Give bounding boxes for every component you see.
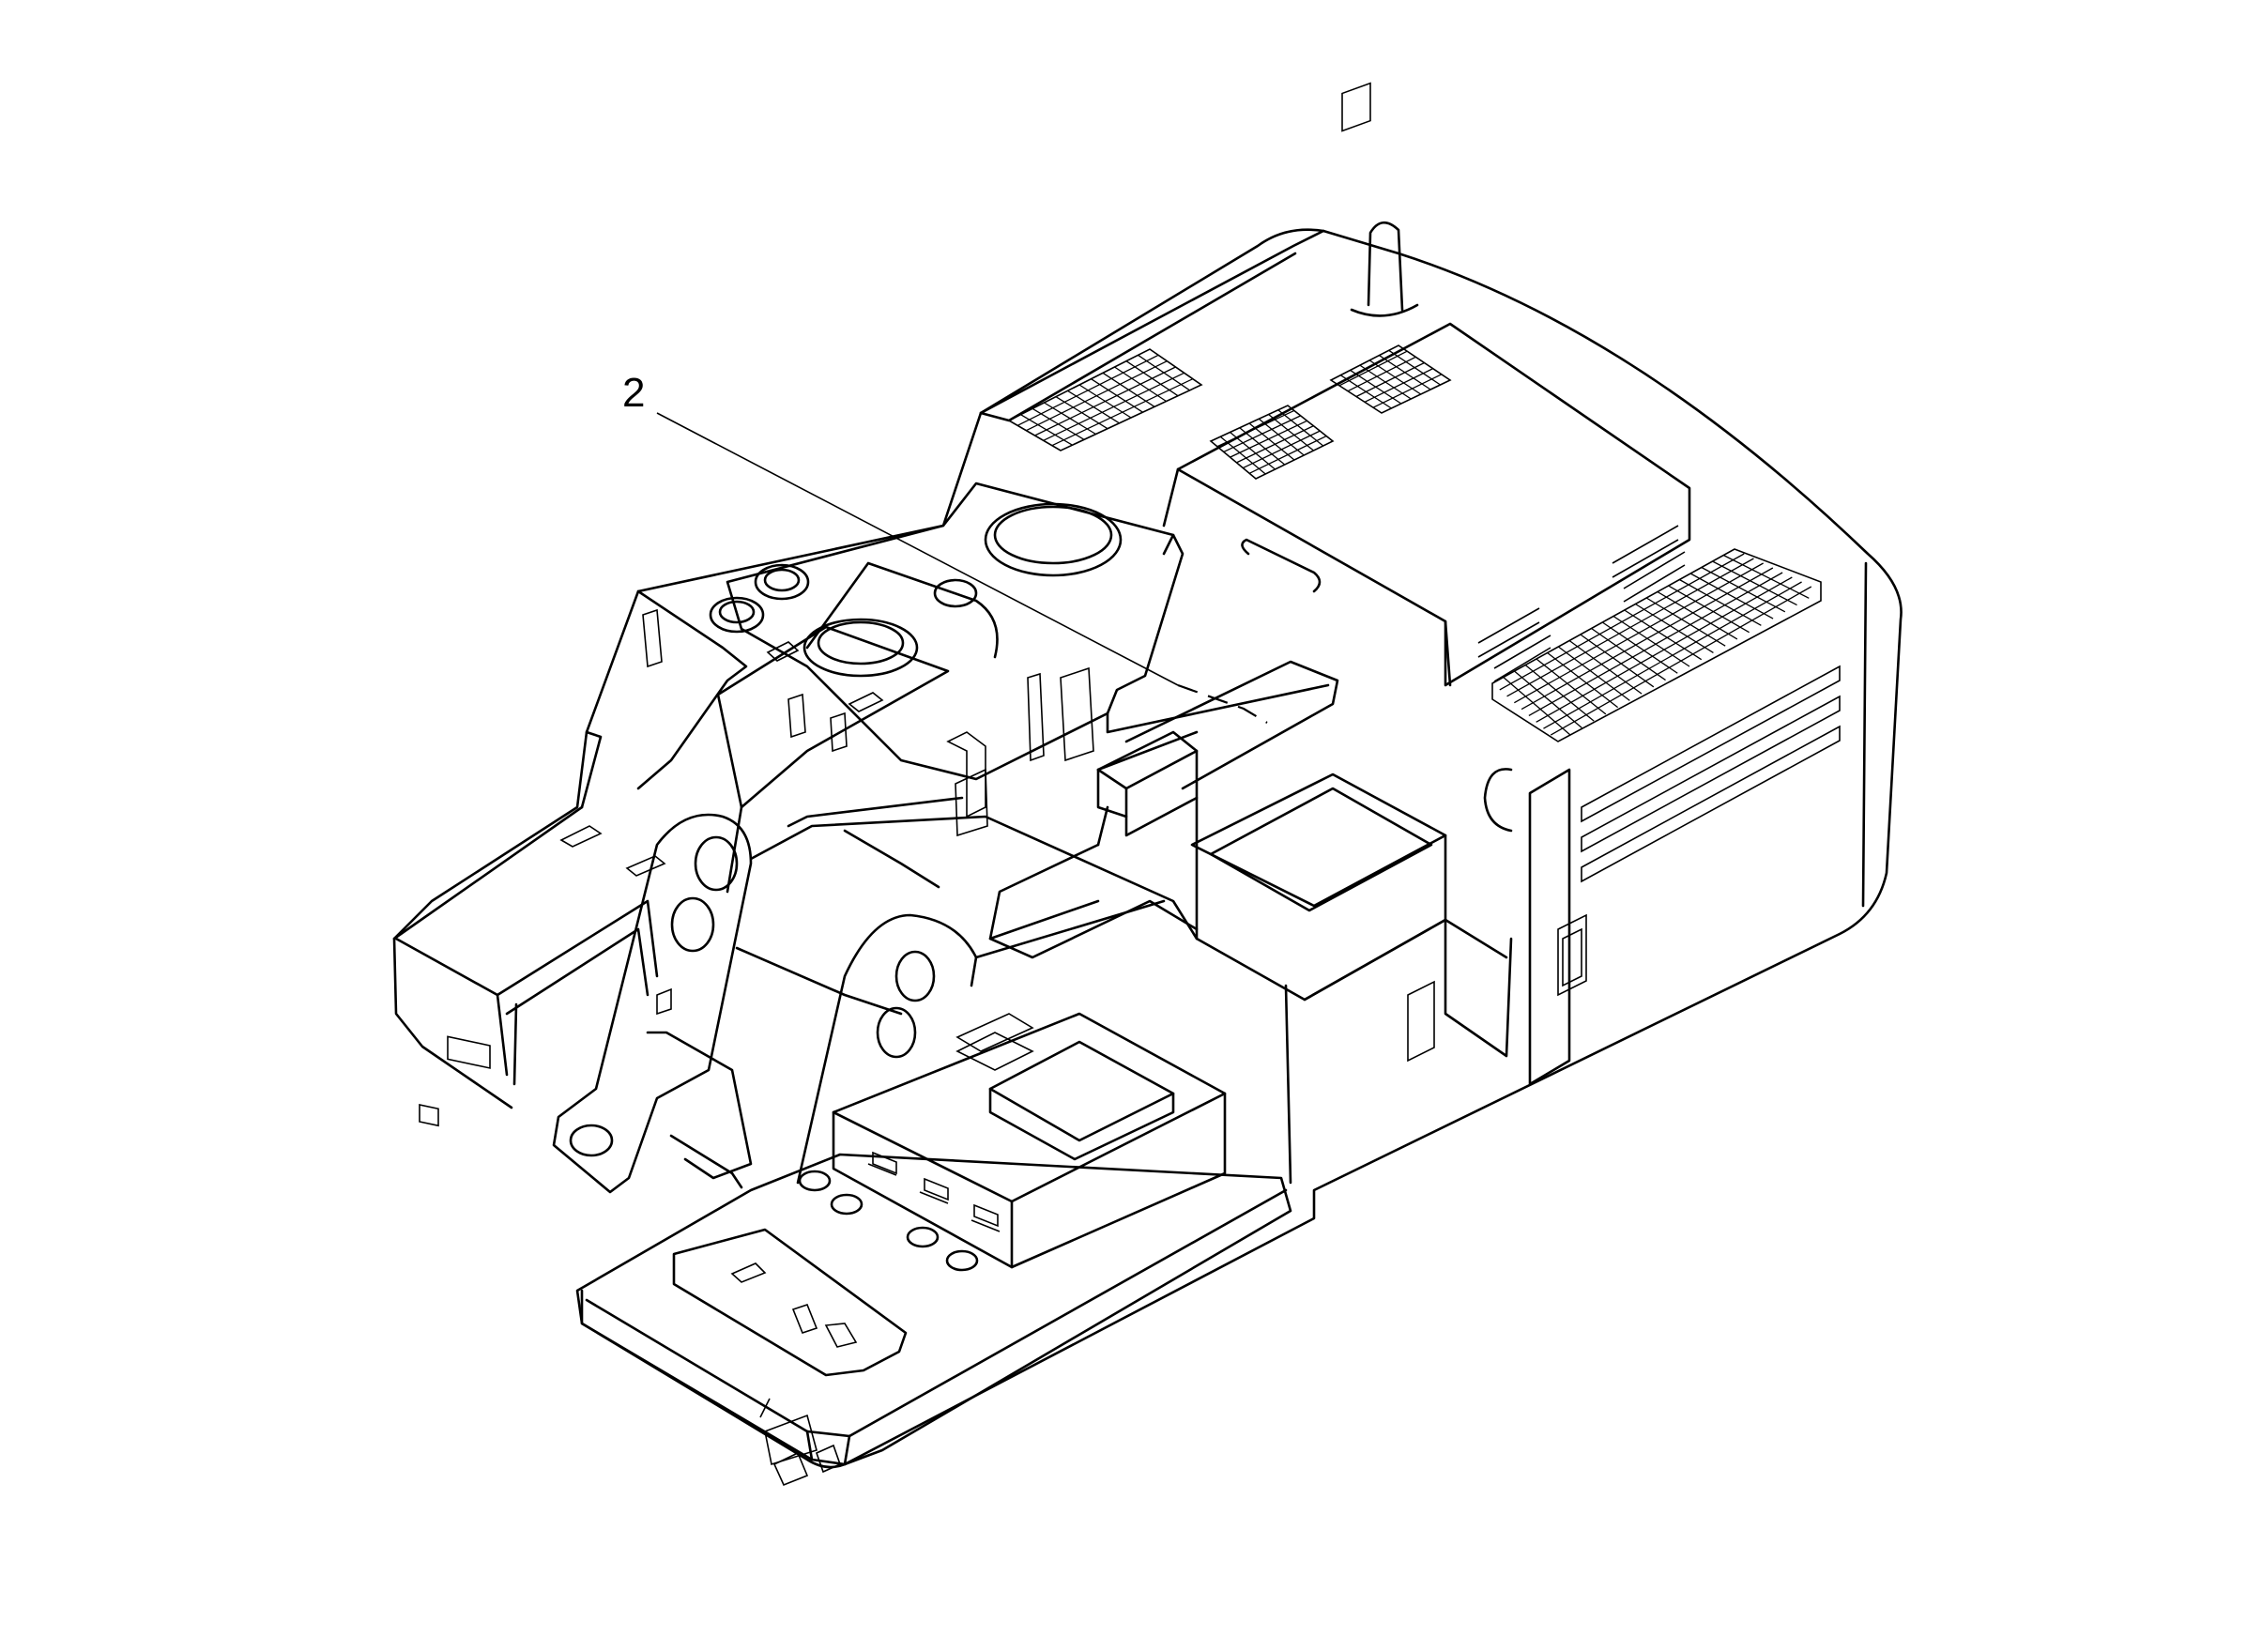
grille-line: [1689, 573, 1774, 620]
console-plate: [672, 1228, 908, 1487]
grille-line: [1347, 356, 1416, 392]
callout-2: 2: [622, 370, 1268, 724]
grille-line: [1701, 566, 1786, 613]
grille-line: [1258, 418, 1305, 456]
center-shelf: [988, 730, 1199, 959]
grille-line: [1248, 422, 1295, 461]
lock-icon: [1407, 980, 1435, 1063]
grille-line: [1536, 576, 1793, 723]
grille-side-right: [1491, 548, 1822, 742]
small-cap: [709, 563, 978, 634]
grille-line: [1230, 420, 1307, 458]
grille-line: [1612, 615, 1690, 667]
grille-line: [1528, 572, 1783, 717]
grille-line: [1536, 658, 1607, 715]
grille-line: [1679, 578, 1762, 626]
grille-line: [1268, 413, 1314, 451]
grille-line: [1503, 677, 1571, 736]
grille-line: [1514, 562, 1764, 704]
bracket-hardware: [559, 608, 1094, 877]
grille-line: [1645, 597, 1726, 647]
grille-line: [1524, 664, 1595, 722]
grille-line: [1499, 553, 1745, 691]
grille-line: [1219, 436, 1266, 475]
grille-hood: [1209, 405, 1335, 480]
grille-line: [1026, 360, 1168, 432]
grille-line: [1550, 586, 1812, 736]
grille-line: [1722, 554, 1810, 599]
grille-line: [1248, 435, 1327, 474]
grille-line: [1635, 603, 1714, 654]
grille-line: [1372, 374, 1443, 408]
grab-handle: [1483, 768, 1513, 833]
grille-line: [1043, 372, 1184, 441]
callout-label: 2: [622, 370, 645, 416]
exhaust-stack: [1350, 221, 1419, 317]
front-left-block: [580, 589, 950, 894]
grille-line: [1712, 560, 1797, 606]
boom-bracket-right: [646, 913, 978, 1189]
body-outline: [392, 228, 1903, 1469]
front-boxes: [392, 805, 659, 1127]
side-door: [1528, 768, 1571, 1086]
guard-rail: [805, 561, 999, 659]
grille-line: [1547, 651, 1619, 709]
engine-hood: [1162, 322, 1691, 687]
grille-line: [1230, 431, 1276, 470]
grille-line: [1243, 430, 1321, 469]
grille-line: [1216, 409, 1295, 448]
grille-line: [1668, 585, 1750, 634]
front-bumper: [759, 1398, 850, 1465]
hidden-line: [1177, 683, 1268, 724]
grille-line: [1514, 670, 1582, 728]
grille-line: [1521, 567, 1774, 711]
grille-line: [1338, 350, 1408, 387]
grille-line: [1223, 415, 1301, 453]
grille-line: [1657, 590, 1738, 640]
cover-plate: [1096, 660, 1513, 1185]
grille-line: [1543, 581, 1802, 729]
lock-icon: [1341, 82, 1371, 132]
hood-vents: [1477, 525, 1686, 682]
leader-line: [656, 412, 1179, 686]
lock-icon: [1557, 913, 1587, 997]
side-louvres: [1581, 665, 1841, 883]
grille-line: [1624, 609, 1703, 661]
grille-line: [1591, 627, 1666, 681]
grille-line: [1016, 354, 1159, 426]
grille-line: [1506, 558, 1754, 697]
grille-line: [1277, 409, 1324, 447]
deck-holes: [798, 1170, 979, 1272]
hood-handle: [1241, 538, 1322, 593]
grille-line: [1051, 378, 1194, 447]
console-box: [832, 1012, 1227, 1269]
grille-line: [1364, 368, 1433, 403]
center-channel: [735, 796, 1199, 1016]
grille-line: [1568, 639, 1643, 695]
grille-line: [1601, 621, 1678, 674]
step-pad: [955, 1032, 1034, 1071]
grille-line: [1557, 646, 1630, 701]
tank-block: [726, 482, 1330, 781]
grille-line: [1355, 361, 1425, 398]
grille-line: [1580, 634, 1655, 688]
boom-bracket-left: [552, 813, 753, 1194]
tank-cap: [802, 618, 919, 678]
grille-line: [1236, 425, 1314, 464]
grille-mesh-lines: [1016, 349, 1812, 736]
tank-cap: [984, 502, 1123, 577]
grille-line: [1034, 366, 1176, 436]
grille-line: [1239, 427, 1286, 466]
